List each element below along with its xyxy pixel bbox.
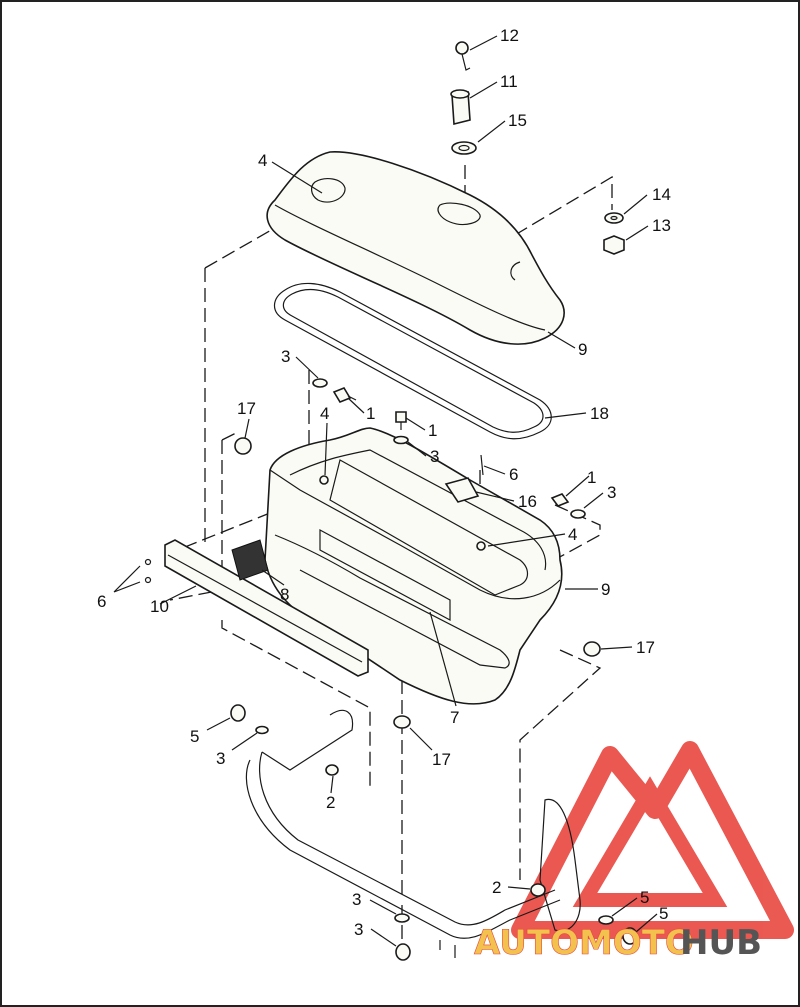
callout-5-upper: 5 bbox=[190, 727, 199, 746]
callout-6-hinge: 6 bbox=[97, 592, 106, 611]
acorn-nut-icon bbox=[622, 927, 638, 945]
callout-6-pin: 6 bbox=[509, 465, 518, 484]
callout-8: 8 bbox=[280, 585, 289, 604]
callout-3-right: 3 bbox=[607, 483, 616, 502]
callout-14: 14 bbox=[652, 185, 671, 204]
callout-3-lower-left: 3 bbox=[352, 890, 361, 909]
pin-icon bbox=[480, 454, 484, 476]
acorn-nut-icon bbox=[230, 704, 246, 722]
callout-18: 18 bbox=[590, 404, 609, 423]
callout-16: 16 bbox=[518, 492, 537, 511]
grommet-icon bbox=[583, 641, 601, 657]
screw-icon bbox=[395, 411, 407, 430]
callout-2-upper: 2 bbox=[326, 793, 335, 812]
callout-17-left: 17 bbox=[237, 399, 256, 418]
callout-labels: 12 11 15 4 14 13 9 3 1 18 17 4 1 3 6 1 3… bbox=[97, 26, 671, 939]
washer-icon bbox=[604, 212, 624, 224]
callout-13: 13 bbox=[652, 216, 671, 235]
screw-icon bbox=[332, 387, 357, 403]
callout-3-center: 3 bbox=[430, 447, 439, 466]
grommet-icon bbox=[393, 715, 411, 729]
washer-icon bbox=[570, 509, 586, 519]
watermark-logo bbox=[511, 741, 794, 939]
nut-icon bbox=[603, 235, 625, 255]
lock-seal-icon bbox=[451, 141, 477, 155]
spacer-icon bbox=[325, 764, 339, 776]
saddlebag-lid bbox=[266, 151, 565, 345]
watermark-text-secondary: HUB bbox=[680, 923, 762, 963]
watermark-text: AUTOMOTO HUB bbox=[474, 923, 762, 964]
acorn-nut-icon bbox=[395, 943, 411, 961]
rivet-icon bbox=[319, 475, 329, 485]
callout-1-right: 1 bbox=[587, 468, 596, 487]
key-icon bbox=[455, 41, 471, 71]
callout-1-left: 1 bbox=[366, 404, 375, 423]
callout-17-lower: 17 bbox=[432, 750, 451, 769]
spacer-icon bbox=[530, 883, 546, 897]
callout-7: 7 bbox=[450, 708, 459, 727]
washer-icon bbox=[312, 378, 328, 388]
callout-3-upper: 3 bbox=[216, 749, 225, 768]
callout-17-right: 17 bbox=[636, 638, 655, 657]
callout-3-top: 3 bbox=[281, 347, 290, 366]
grommet-icon bbox=[234, 437, 252, 455]
hardware-parts bbox=[230, 41, 638, 961]
callout-2-lower: 2 bbox=[492, 878, 501, 897]
callout-5-lower-right: 5 bbox=[659, 904, 668, 923]
lock-cylinder-icon bbox=[450, 89, 471, 126]
screw-icon bbox=[550, 493, 570, 507]
callout-9-lid: 9 bbox=[578, 340, 587, 359]
callout-15: 15 bbox=[508, 111, 527, 130]
washer-icon bbox=[394, 913, 410, 923]
callout-5-lower-left: 3 bbox=[354, 920, 363, 939]
callout-11: 11 bbox=[500, 72, 518, 91]
callout-10: 10 bbox=[150, 597, 169, 616]
callout-4-left: 4 bbox=[320, 404, 329, 423]
callout-1-center: 1 bbox=[428, 421, 437, 440]
reflector bbox=[231, 539, 269, 581]
support-rail bbox=[245, 709, 581, 958]
lid-gasket bbox=[273, 282, 552, 440]
washer-icon bbox=[598, 915, 614, 925]
callout-3-lower-right: 5 bbox=[640, 888, 649, 907]
hinge-plate bbox=[144, 539, 369, 677]
watermark-text-primary: AUTOMOTO bbox=[474, 923, 694, 963]
washer-icon bbox=[255, 725, 269, 735]
rivet-icon bbox=[476, 541, 486, 551]
latch-icon bbox=[444, 477, 480, 503]
washer-icon bbox=[393, 435, 409, 445]
callout-9-body: 9 bbox=[601, 580, 610, 599]
leader-lines bbox=[113, 35, 658, 947]
callout-12: 12 bbox=[500, 26, 519, 45]
callout-4-lid: 4 bbox=[258, 151, 267, 170]
callout-4-right: 4 bbox=[568, 525, 577, 544]
